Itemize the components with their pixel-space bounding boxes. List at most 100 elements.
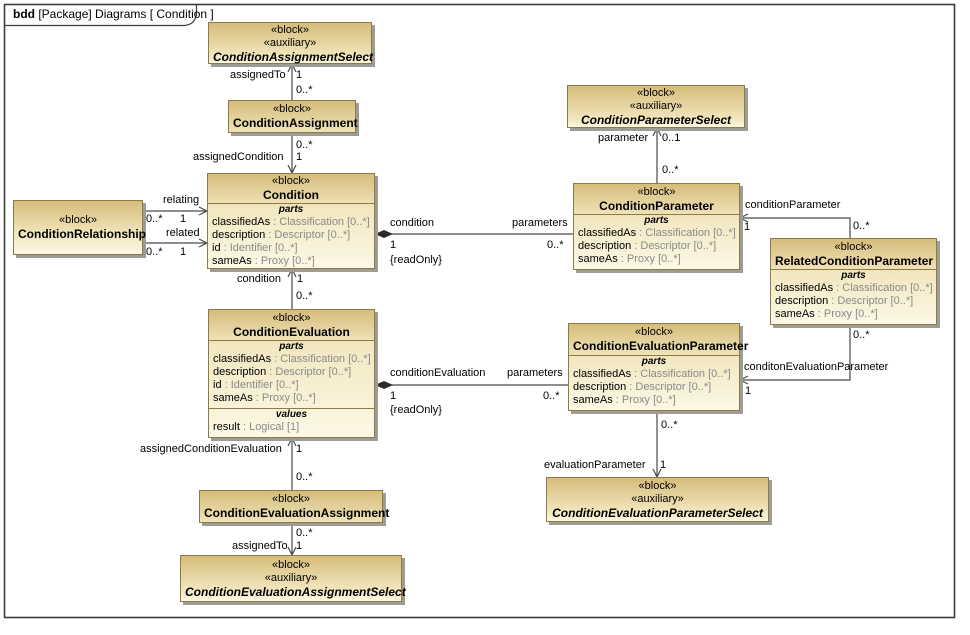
arrowhead-left-icon: [738, 375, 749, 385]
attribute-row: classifiedAs : Classification [0..*]: [775, 282, 933, 294]
block-name: RelatedConditionParameter: [775, 253, 934, 268]
parts-compartment: parts classifiedAs : Classification [0..…: [574, 214, 739, 269]
stereotype: «auxiliary»: [631, 492, 684, 505]
block-condition-assignment[interactable]: «block» ConditionAssignment: [228, 100, 358, 133]
arrowhead-up-icon: [287, 436, 297, 447]
stereotype: «auxiliary»: [264, 571, 318, 584]
block-name: ConditionEvaluationParameter: [573, 339, 749, 353]
compartment-label: parts: [644, 215, 669, 226]
attribute-row: sameAs : Proxy [0..*]: [775, 308, 878, 320]
diagram-kind: bdd: [13, 7, 35, 21]
block-condition-parameter-select[interactable]: «block» «auxiliary» ConditionParameterSe…: [567, 85, 745, 128]
block-condition-evaluation-parameter[interactable]: «block» ConditionEvaluationParameter par…: [568, 323, 749, 411]
compartment-label: values: [275, 409, 308, 420]
multiplicity-label: 0..*: [661, 419, 678, 431]
stereotype: «block»: [272, 558, 310, 571]
stereotype: «block»: [272, 493, 310, 505]
block-name: ConditionEvaluationParameterSelect: [552, 505, 763, 520]
multiplicity-label: 0..*: [146, 246, 163, 258]
role-label: parameters: [512, 217, 568, 229]
block-condition-evaluation-assignment-select[interactable]: «block» «auxiliary» ConditionEvaluationA…: [180, 555, 406, 602]
diagram-title: bdd [Package] Diagrams [ Condition ]: [13, 7, 214, 21]
block-name: ConditionParameterSelect: [580, 113, 732, 127]
role-label: parameters: [507, 367, 563, 379]
block-condition-assignment-select[interactable]: «block» «auxiliary» ConditionAssignmentS…: [208, 22, 373, 64]
parts-compartment: parts classifiedAs : Classification [0..…: [208, 203, 374, 271]
block-name: ConditionAssignment: [233, 116, 358, 130]
role-label: evaluationParameter: [544, 459, 646, 471]
multiplicity-label: 0..*: [543, 390, 560, 402]
block-condition-evaluation[interactable]: «block» ConditionEvaluation parts classi…: [208, 309, 375, 438]
role-label: condition: [390, 217, 435, 229]
block-header: «block» «auxiliary» ConditionEvaluationA…: [181, 556, 406, 601]
multiplicity-label: 0..*: [296, 471, 313, 483]
block-condition-evaluation-assignment[interactable]: «block» ConditionEvaluationAssignment: [199, 490, 390, 523]
block-related-condition-parameter[interactable]: «block» RelatedConditionParameter parts …: [770, 238, 937, 325]
multiplicity-label: 1: [744, 221, 751, 233]
role-label: conditonEvaluationParameter: [744, 361, 889, 373]
stereotype: «block»: [834, 240, 873, 253]
multiplicity-label: 0..*: [853, 220, 870, 232]
stereotype: «block»: [273, 103, 311, 115]
attribute-row: sameAs : Proxy [0..*]: [213, 392, 316, 404]
attribute-row: description : Descriptor [0..*]: [578, 240, 717, 252]
arrowhead-right-icon: [198, 206, 209, 216]
block-condition[interactable]: «block» Condition parts classifiedAs : C…: [207, 173, 375, 269]
block-name: ConditionParameter: [599, 198, 714, 213]
block-header: «block» RelatedConditionParameter: [771, 239, 936, 269]
parts-compartment: parts classifiedAs : Classification [0..…: [569, 355, 739, 410]
block-condition-parameter[interactable]: «block» ConditionParameter parts classif…: [573, 183, 740, 270]
stereotype: «block»: [637, 87, 675, 99]
compartment-label: parts: [841, 270, 866, 281]
arrowhead-right-icon: [198, 238, 209, 248]
diagram-title-text: [Package] Diagrams [ Condition ]: [38, 7, 214, 21]
block-header: «block» «auxiliary» ConditionEvaluationP…: [547, 478, 768, 521]
compartment-label: parts: [641, 356, 667, 367]
role-label: assignedConditionEvaluation: [140, 443, 282, 455]
block-name: ConditionEvaluationAssignmentSelect: [185, 584, 406, 599]
attribute-row: description : Descriptor [0..*]: [213, 366, 352, 378]
role-label: relating: [163, 194, 200, 206]
multiplicity-label: 0..1: [662, 132, 681, 144]
attribute-row: sameAs : Proxy [0..*]: [578, 253, 681, 265]
constraint-label: {readOnly}: [390, 254, 442, 266]
block-header: «block» ConditionEvaluationAssignment: [200, 491, 390, 522]
block-header: «block» Condition: [208, 174, 374, 203]
values-compartment: values result : Logical [1]: [209, 408, 374, 437]
role-label: assignedCondition: [193, 151, 284, 163]
block-condition-relationship[interactable]: «block» ConditionRelationship: [13, 200, 146, 255]
block-name: Condition: [263, 188, 319, 202]
stereotype: «auxiliary»: [629, 100, 683, 112]
multiplicity-label: 1: [180, 213, 187, 225]
arrowhead-down-icon: [287, 546, 297, 557]
stereotype: «auxiliary»: [263, 37, 317, 49]
multiplicity-label: 1: [660, 459, 667, 471]
attribute-row: description : Descriptor [0..*]: [775, 295, 914, 307]
multiplicity-label: 1: [297, 273, 304, 285]
role-label: conditionEvaluation: [390, 367, 486, 379]
block-name: ConditionEvaluationAssignment: [204, 506, 390, 520]
role-label: assignedTo: [232, 540, 288, 552]
role-label: parameter: [598, 132, 649, 144]
multiplicity-label: 1: [296, 151, 303, 163]
attribute-row: classifiedAs : Classification [0..*]: [578, 227, 736, 239]
compartment-label: parts: [279, 341, 304, 352]
parts-compartment: parts classifiedAs : Classification [0..…: [771, 269, 936, 324]
block-header: «block» «auxiliary» ConditionParameterSe…: [568, 86, 744, 128]
block-header: «block» ConditionRelationship: [14, 201, 146, 254]
stereotype: «block»: [272, 175, 310, 187]
stereotype: «block»: [272, 311, 311, 324]
stereotype: «block»: [271, 24, 309, 36]
multiplicity-label: 1: [180, 246, 187, 258]
role-label: assignedTo: [230, 69, 286, 81]
multiplicity-label: 1: [390, 239, 397, 251]
composition-diamond-icon: [375, 381, 393, 389]
block-header: «block» ConditionAssignment: [229, 101, 358, 132]
block-header: «block» ConditionEvaluationParameter: [569, 324, 749, 355]
arrowhead-up-icon: [652, 126, 662, 137]
stereotype: «block»: [637, 185, 676, 198]
parts-compartment: parts classifiedAs : Classification [0..…: [209, 340, 374, 408]
block-condition-evaluation-parameter-select[interactable]: «block» «auxiliary» ConditionEvaluationP…: [546, 477, 769, 522]
attribute-row: classifiedAs : Classification [0..*]: [212, 216, 370, 228]
